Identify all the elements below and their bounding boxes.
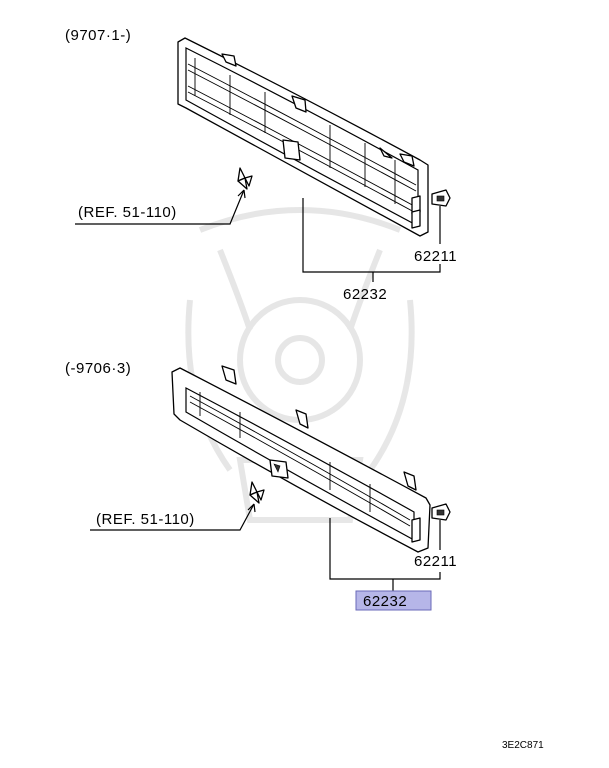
bottom-date-range: (-9706·3) — [65, 360, 131, 377]
bottom-grille-62232[interactable] — [171, 365, 431, 553]
bottom-ref-label[interactable]: (REF. 51-110) — [96, 511, 195, 528]
top-part-62232[interactable]: 62232 — [343, 286, 387, 303]
top-part-62211[interactable]: 62211 — [414, 248, 457, 265]
bottom-part-62211[interactable]: 62211 — [414, 553, 457, 570]
top-date-range: (9707·1-) — [65, 27, 131, 44]
bottom-grille-assembly: (-9706·3) ( — [65, 360, 457, 611]
bottom-clip-62211[interactable] — [431, 503, 451, 521]
bottom-part-62232[interactable]: 62232 — [363, 593, 407, 610]
bottom-emblem-icon — [249, 481, 265, 504]
bottom-part-62232-highlight — [355, 590, 432, 611]
top-clip-62211[interactable] — [431, 189, 451, 207]
top-emblem-icon — [237, 167, 253, 190]
top-grille-62232[interactable] — [177, 37, 429, 237]
diagram-code: 3E2C871 — [502, 740, 544, 751]
top-grille-assembly: (9707·1-) — [65, 27, 457, 303]
top-ref-label[interactable]: (REF. 51-110) — [78, 204, 177, 221]
